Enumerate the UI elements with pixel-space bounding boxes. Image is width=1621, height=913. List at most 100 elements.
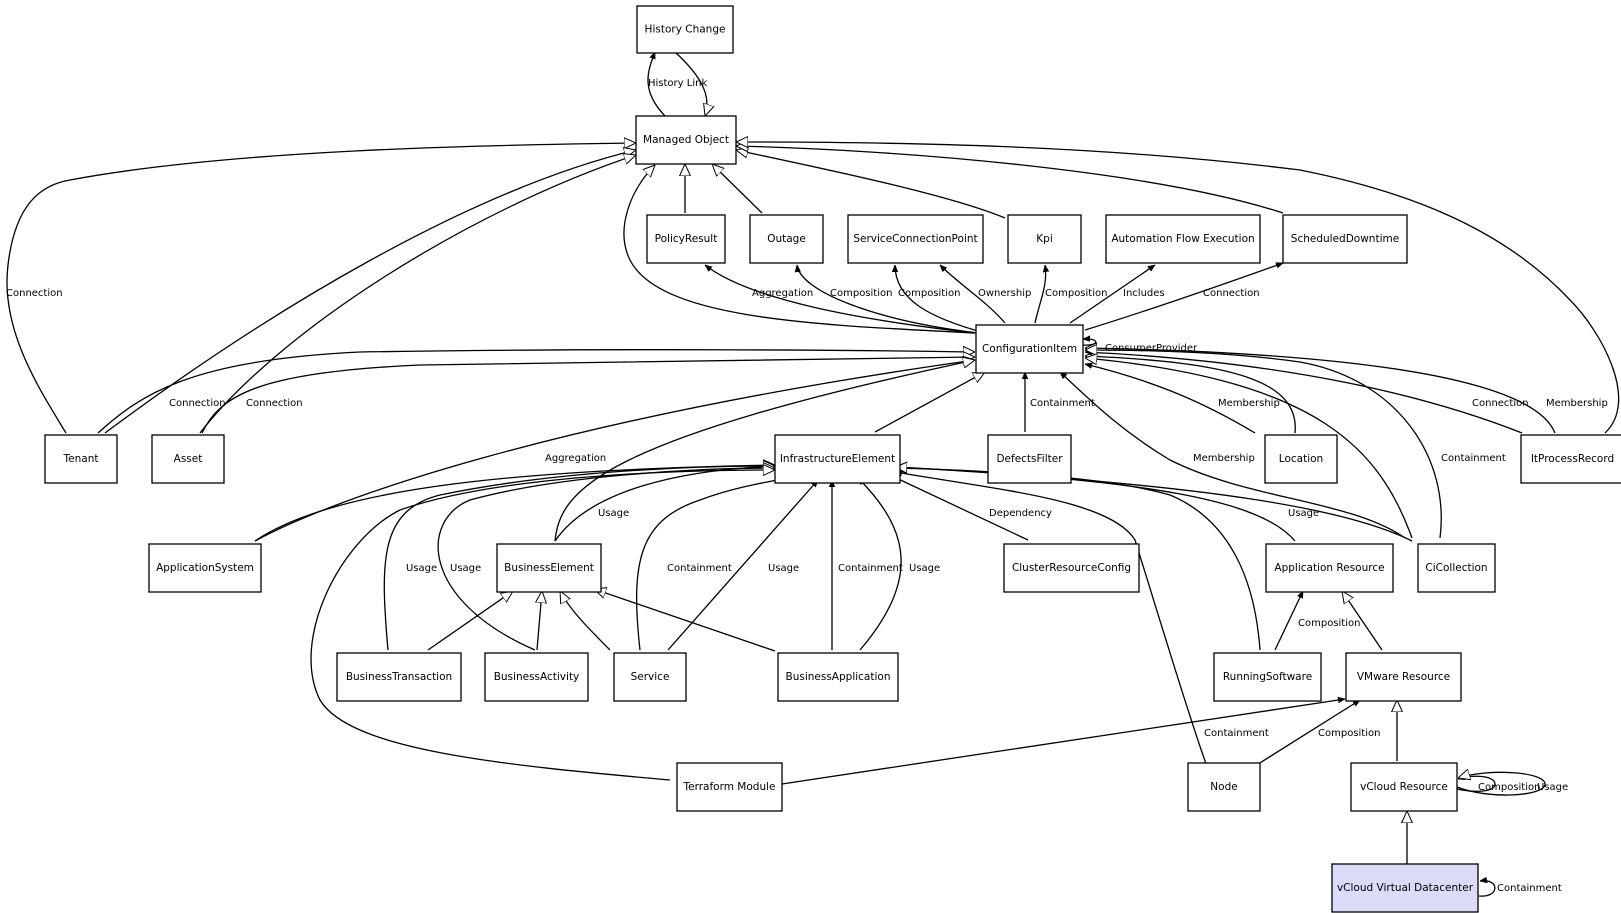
edge-location-ci-2 [1085, 356, 1296, 434]
edge-label: Usage [406, 563, 437, 574]
node-terraform-module[interactable]: Terraform Module [676, 762, 783, 812]
node-label: Application Resource [1274, 562, 1384, 574]
node-outage[interactable]: Outage [749, 214, 824, 264]
edge-ci-outage [797, 265, 979, 334]
edge-label: Usage [768, 563, 799, 574]
node-configuration-item[interactable]: ConfigurationItem [975, 324, 1084, 374]
node-label: ServiceConnectionPoint [853, 233, 977, 245]
edge-vcloud-self-composition [1456, 776, 1496, 792]
node-policy-result[interactable]: PolicyResult [646, 214, 726, 264]
node-application-resource[interactable]: Application Resource [1265, 543, 1394, 593]
edge-service-infra-containment [635, 475, 805, 651]
edge-itprocess-ci-membership [1085, 348, 1556, 434]
edge-terraform-infra [310, 470, 775, 781]
node-vcloud-resource[interactable]: vCloud Resource [1350, 762, 1458, 812]
edge-label: Containment [838, 563, 903, 574]
edge-service-businesselement [559, 591, 611, 651]
node-label: VMware Resource [1357, 671, 1450, 683]
node-defects-filter[interactable]: DefectsFilter [987, 434, 1072, 484]
node-node[interactable]: Node [1187, 762, 1261, 812]
nodes: History Change Managed Object PolicyResu… [44, 5, 1621, 913]
edge-ci-scp-ownership [940, 265, 1006, 324]
node-running-software[interactable]: RunningSoftware [1213, 652, 1322, 702]
edge-label: Aggregation [752, 288, 813, 299]
edge-terraform-vmware [781, 699, 1345, 785]
node-managed-object[interactable]: Managed Object [635, 115, 737, 165]
edge-label: Composition [1318, 728, 1380, 739]
edge-asset-ci [201, 357, 975, 434]
edge-activity-businesselement [537, 591, 542, 651]
edge-tenant-managedobject-connection [6, 143, 636, 434]
edge-itprocess-managedobject [736, 142, 1620, 434]
node-label: ItProcessRecord [1531, 453, 1614, 465]
node-label: Outage [767, 233, 806, 245]
node-label: Tenant [63, 453, 99, 465]
node-itprocess-record[interactable]: ItProcessRecord [1520, 434, 1621, 484]
edge-labels: History Link Connection Aggregation Comp… [6, 78, 1608, 894]
edge-label: ConsumerProvider [1105, 343, 1198, 354]
node-vcloud-virtual-datacenter[interactable]: vCloud Virtual Datacenter [1331, 863, 1479, 913]
node-location[interactable]: Location [1264, 434, 1338, 484]
node-label: Node [1210, 781, 1237, 793]
edge-history-link-back [674, 51, 707, 116]
node-service[interactable]: Service [613, 652, 687, 702]
node-business-element[interactable]: BusinessElement [496, 543, 602, 593]
node-kpi[interactable]: Kpi [1007, 214, 1082, 264]
edge-cicollection-ci [1085, 358, 1413, 539]
edge-transaction-infra [383, 466, 775, 651]
edge-vdc-self-containment [1478, 881, 1496, 897]
node-infrastructure-element[interactable]: InfrastructureElement [774, 434, 901, 484]
edge-label: Containment [1204, 728, 1269, 739]
node-business-transaction[interactable]: BusinessTransaction [336, 652, 462, 702]
node-label: Location [1279, 453, 1323, 465]
node-label: ApplicationSystem [156, 562, 254, 574]
node-application-system[interactable]: ApplicationSystem [148, 543, 262, 593]
node-label: Asset [174, 453, 203, 465]
edge-label: Containment [1497, 883, 1562, 894]
edge-ci-scheduleddowntime [1084, 263, 1283, 331]
node-cluster-resource-config[interactable]: ClusterResourceConfig [1003, 543, 1140, 593]
edge-bizapp-businesselement [594, 589, 776, 652]
node-label: RunningSoftware [1223, 671, 1312, 683]
node-label: DefectsFilter [996, 453, 1063, 465]
node-service-connection-point[interactable]: ServiceConnectionPoint [847, 214, 984, 264]
edge-label: Connection [169, 398, 226, 409]
edge-infra-ci [874, 372, 985, 433]
edge-tenant-managedobject [104, 150, 636, 434]
node-automation-flow-execution[interactable]: Automation Flow Execution [1105, 214, 1261, 264]
edge-label: Connection [6, 288, 63, 299]
edge-tenant-ci [97, 350, 975, 434]
edge-ci-managedobject [623, 165, 976, 334]
node-ci-collection[interactable]: CiCollection [1417, 543, 1496, 593]
edge-node-infra [895, 472, 1211, 776]
edge-businesselement-ci [554, 360, 975, 542]
edge-label: Usage [909, 563, 940, 574]
edge-ci-scp-composition [895, 265, 986, 334]
edge-label: Composition [1478, 782, 1540, 793]
edge-cicollection-ci-containment [1085, 350, 1442, 539]
edge-ci-consumerprovider [1083, 339, 1097, 346]
edge-label: Membership [1218, 398, 1280, 409]
edge-cluster-infra [892, 475, 1029, 541]
edge-node-vmware [1254, 699, 1360, 767]
edge-label: Dependency [989, 508, 1052, 519]
edge-label: Composition [1045, 288, 1107, 299]
node-asset[interactable]: Asset [151, 434, 225, 484]
edge-vcloud-self-usage [1456, 772, 1546, 796]
node-scheduled-downtime[interactable]: ScheduledDowntime [1282, 214, 1408, 264]
node-history-change[interactable]: History Change [636, 5, 734, 54]
edge-label: Includes [1123, 288, 1165, 299]
edge-label: Containment [1441, 453, 1506, 464]
edge-label: Membership [1193, 453, 1255, 464]
node-vmware-resource[interactable]: VMware Resource [1345, 652, 1462, 702]
node-business-activity[interactable]: BusinessActivity [484, 652, 589, 702]
node-label: CiCollection [1425, 562, 1487, 574]
edge-asset-managedobject [199, 155, 636, 434]
edge-label: Usage [1537, 782, 1568, 793]
node-tenant[interactable]: Tenant [44, 434, 118, 484]
node-business-application[interactable]: BusinessApplication [777, 652, 899, 702]
edge-appresource-infra [895, 467, 1296, 542]
node-label: History Change [645, 24, 726, 36]
edge-kpi-managedobject [736, 150, 1006, 219]
edge-label: Connection [1203, 288, 1260, 299]
